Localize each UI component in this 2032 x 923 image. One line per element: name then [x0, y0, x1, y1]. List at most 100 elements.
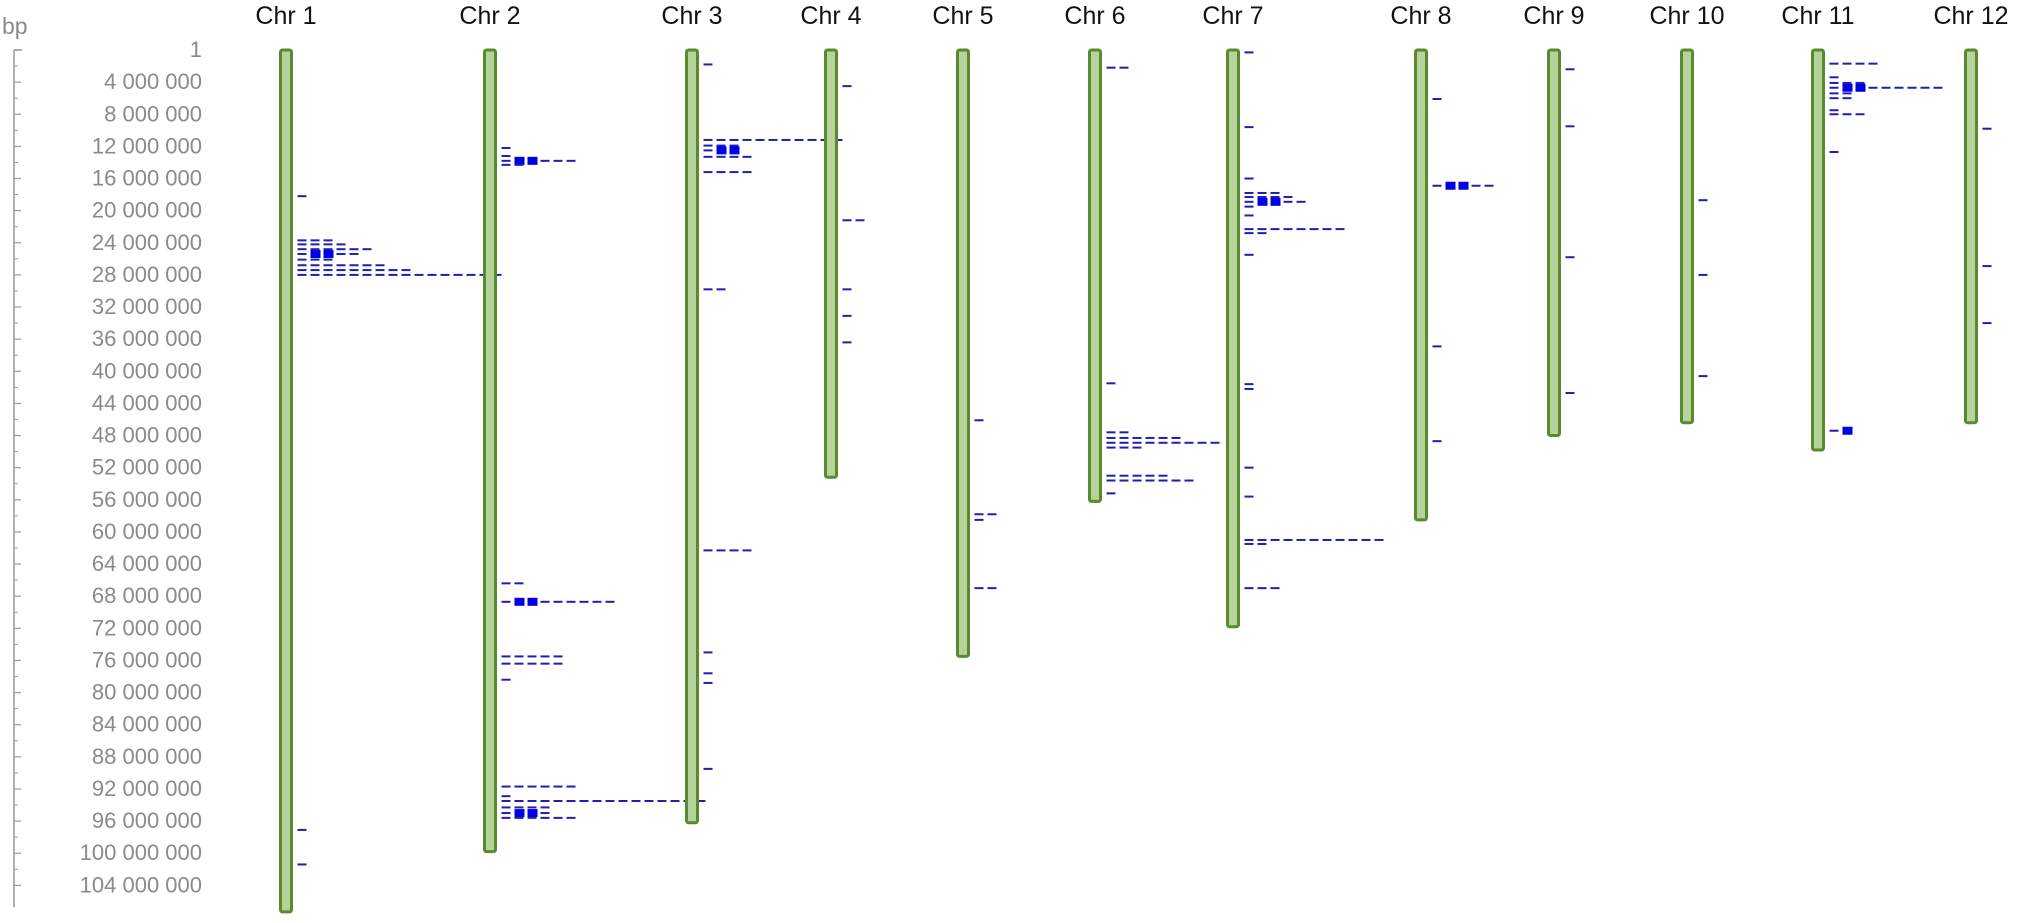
marker-dash	[414, 273, 424, 276]
marker-dash	[794, 138, 804, 141]
chromosome-bar	[483, 48, 497, 854]
chromosome-label: Chr 5	[932, 2, 993, 30]
marker-block	[1855, 83, 1866, 92]
chromosome-3: Chr 3	[661, 2, 843, 825]
marker-dash	[466, 273, 476, 276]
marker-dash	[514, 816, 524, 819]
axis-tick-label: 100 000 000	[80, 840, 202, 865]
marker-dash	[1270, 228, 1280, 231]
marker-dash	[1829, 86, 1839, 89]
marker-dash	[1907, 86, 1917, 89]
marker-dash	[1257, 228, 1267, 231]
marker-dash	[703, 144, 713, 147]
marker-dash	[1829, 113, 1839, 116]
marker-dash	[1244, 387, 1254, 390]
marker-dash	[349, 273, 359, 276]
marker-dash	[1145, 436, 1155, 439]
chromosome-5: Chr 5	[932, 2, 997, 658]
axis-tick-label: 104 000 000	[80, 872, 202, 897]
marker-dash	[703, 288, 713, 291]
marker-dash	[336, 273, 346, 276]
marker-dash	[703, 681, 713, 684]
marker-dash	[501, 600, 511, 603]
marker-dash	[323, 273, 333, 276]
axis-tick-label: 20 000 000	[92, 198, 202, 223]
marker-dash	[1132, 441, 1142, 444]
marker-dash	[1829, 92, 1839, 95]
marker-dash	[501, 146, 511, 149]
marker-dash	[1829, 109, 1839, 112]
marker-dash	[336, 248, 346, 251]
marker-dash	[1698, 273, 1708, 276]
marker-dash	[540, 662, 550, 665]
marker-dash	[1106, 474, 1116, 477]
marker-dash	[501, 816, 511, 819]
marker-dash	[1158, 474, 1168, 477]
marker-dash	[1244, 205, 1254, 208]
chromosome-1: Chr 1	[255, 2, 502, 914]
marker-dash	[1171, 436, 1181, 439]
marker-dash	[362, 269, 372, 272]
axis-tick-label: 60 000 000	[92, 519, 202, 544]
marker-block	[716, 146, 727, 155]
marker-dash	[553, 816, 563, 819]
marker-dash	[501, 800, 511, 803]
marker-dash	[501, 159, 511, 162]
marker-block	[527, 809, 538, 818]
marker-block	[1257, 197, 1268, 206]
marker-dash	[1119, 431, 1129, 434]
axis-tick-label: 28 000 000	[92, 262, 202, 287]
marker-dash	[1432, 345, 1442, 348]
marker-dash	[323, 239, 333, 242]
marker-dash	[1982, 322, 1992, 325]
marker-dash	[755, 138, 765, 141]
marker-dash	[729, 549, 739, 552]
marker-dash	[401, 273, 411, 276]
marker-dash	[375, 273, 385, 276]
marker-dash	[1132, 479, 1142, 482]
marker-dash	[974, 419, 984, 422]
marker-dash	[644, 800, 654, 803]
marker-dash	[336, 253, 346, 256]
marker-dash	[703, 138, 713, 141]
marker-dash	[716, 138, 726, 141]
axis-tick-label: 1	[190, 37, 202, 62]
marker-dash	[1145, 441, 1155, 444]
marker-dash	[716, 155, 726, 158]
marker-dash	[527, 806, 537, 809]
chromosome-label: Chr 4	[800, 2, 861, 30]
marker-dash	[1361, 538, 1371, 541]
marker-dash	[1348, 538, 1358, 541]
marker-dash	[501, 582, 511, 585]
chromosome-7: Chr 7	[1202, 2, 1384, 629]
marker-block	[1270, 197, 1281, 206]
chromosome-bar	[956, 48, 970, 658]
marker-dash	[987, 587, 997, 590]
marker-dash	[1244, 195, 1254, 198]
marker-dash	[1565, 125, 1575, 128]
axis-tick-label: 4 000 000	[104, 69, 202, 94]
marker-dash	[501, 655, 511, 658]
marker-dash	[501, 662, 511, 665]
marker-dash	[297, 248, 307, 251]
marker-dash	[716, 144, 726, 147]
marker-dash	[1829, 429, 1839, 432]
marker-dash	[729, 155, 739, 158]
marker-dash	[1565, 256, 1575, 259]
marker-block	[729, 146, 740, 155]
marker-dash	[514, 806, 524, 809]
marker-dash	[540, 812, 550, 815]
marker-dash	[1842, 97, 1852, 100]
marker-dash	[974, 518, 984, 521]
marker-dash	[716, 288, 726, 291]
marker-dash	[703, 63, 713, 66]
marker-dash	[670, 800, 680, 803]
marker-dash	[579, 600, 589, 603]
marker-dash	[362, 264, 372, 267]
marker-dash	[1283, 228, 1293, 231]
marker-dash	[768, 138, 778, 141]
axis-unit-label: bp	[2, 13, 28, 39]
marker-dash	[1184, 441, 1194, 444]
marker-dash	[1145, 479, 1155, 482]
marker-dash	[1184, 479, 1194, 482]
